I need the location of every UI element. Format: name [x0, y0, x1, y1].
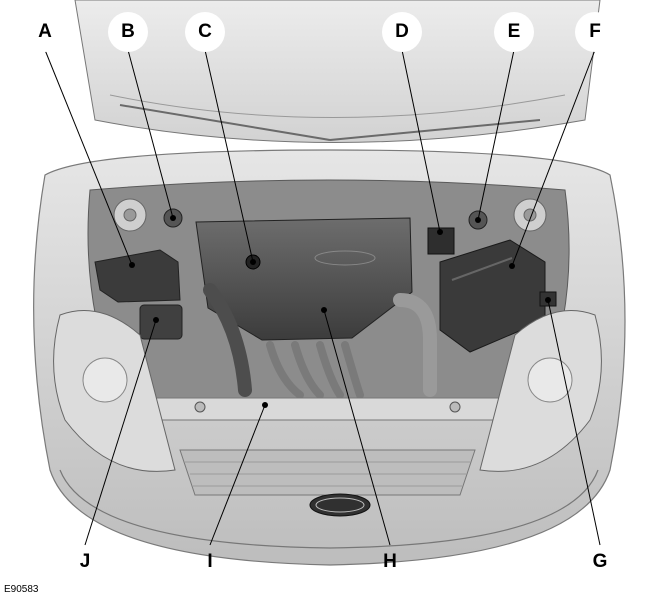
radiator-support: [117, 397, 549, 421]
callout-label-e: E: [494, 12, 534, 52]
wiper-arm-right: [329, 119, 541, 141]
callout-label-f: F: [575, 12, 615, 52]
callout-label-c: C: [185, 12, 225, 52]
callout-label-b: B: [108, 12, 148, 52]
callout-label-h: H: [383, 551, 397, 572]
leader-lines: [44, 49, 601, 546]
callout-label-i: I: [207, 551, 213, 572]
engine-cover-logo: [314, 250, 376, 266]
figure-code: E90583: [4, 584, 39, 595]
exhaust-manifold: [266, 341, 364, 399]
hood-inner-line: [109, 94, 566, 118]
wiper-arm: [119, 104, 331, 141]
coolant-reservoir: [94, 249, 181, 303]
brake-fluid-reservoir: [139, 304, 183, 340]
fuse-box: [427, 227, 455, 255]
callout-label-g: G: [592, 551, 608, 572]
ford-badge: [309, 493, 371, 517]
air-intake-pipe: [203, 283, 252, 397]
callout-label-j: J: [79, 551, 91, 572]
bumper: [59, 469, 599, 549]
leader-dots: [129, 215, 551, 408]
callout-label-a: A: [25, 12, 65, 52]
grille: [179, 449, 476, 496]
callout-label-d: D: [382, 12, 422, 52]
